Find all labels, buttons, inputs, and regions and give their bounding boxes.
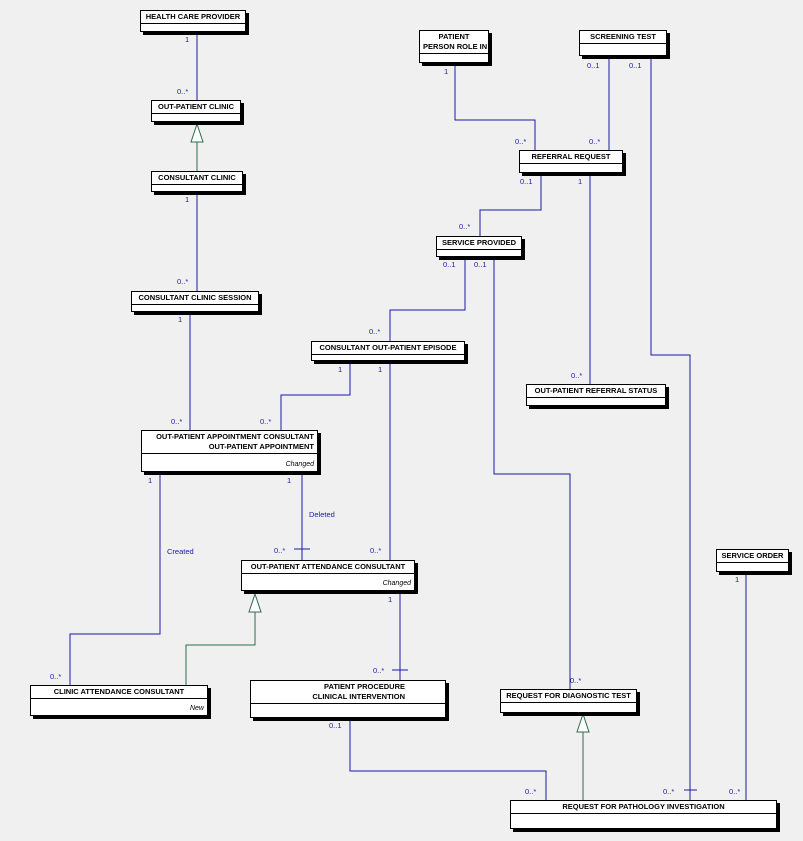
entity-service-order[interactable]: SERVICE ORDER <box>716 549 789 572</box>
multiplicity: 0..* <box>663 787 675 796</box>
multiplicity: 0..* <box>370 546 382 555</box>
multiplicity: 0..* <box>50 672 62 681</box>
relationship-created-label: Created <box>167 547 194 556</box>
entity-title: SERVICE ORDER <box>717 550 788 563</box>
entity-consultant-out-patient-episode[interactable]: CONSULTANT OUT-PATIENT EPISODE <box>311 341 465 361</box>
entity-title: CLINIC ATTENDANCE CONSULTANT <box>31 686 207 699</box>
entity-title: OUT-PATIENT CLINIC <box>152 101 240 114</box>
entity-health-care-provider[interactable]: HEALTH CARE PROVIDER <box>140 10 246 32</box>
entity-title: CONSULTANT OUT-PATIENT EPISODE <box>312 342 464 355</box>
entity-title: OUT-PATIENT APPOINTMENT CONSULTANT OUT-P… <box>142 431 317 454</box>
multiplicity: 1 <box>444 67 449 76</box>
entity-service-provided[interactable]: SERVICE PROVIDED <box>436 236 522 257</box>
multiplicity: 0..* <box>369 327 381 336</box>
multiplicity: 1 <box>178 315 183 324</box>
multiplicity: 0..1 <box>629 61 642 70</box>
entity-note: Changed <box>382 580 411 587</box>
entity-title: HEALTH CARE PROVIDER <box>141 11 245 24</box>
link-appointment-clinic-attendance <box>69 473 161 685</box>
multiplicity: 0..1 <box>329 721 342 730</box>
entity-title: OUT-PATIENT ATTENDANCE CONSULTANT <box>242 561 414 574</box>
multiplicity: 0..* <box>589 137 601 146</box>
inherit-arrow-pathology <box>576 712 590 733</box>
multiplicity: 0..1 <box>520 177 533 186</box>
multiplicity: 0..1 <box>587 61 600 70</box>
multiplicity: 1 <box>185 195 190 204</box>
multiplicity: 0..* <box>177 277 189 286</box>
link-service-diagnostic <box>493 258 571 689</box>
entity-screening-test[interactable]: SCREENING TEST <box>579 30 667 56</box>
entity-title: REQUEST FOR DIAGNOSTIC TEST <box>501 690 636 703</box>
entity-title: OUT-PATIENT REFERRAL STATUS <box>527 385 665 398</box>
multiplicity: 1 <box>378 365 383 374</box>
multiplicity: 1 <box>287 476 292 485</box>
entity-title: REQUEST FOR PATHOLOGY INVESTIGATION <box>511 801 776 814</box>
entity-request-diagnostic-test[interactable]: REQUEST FOR DIAGNOSTIC TEST <box>500 689 637 713</box>
multiplicity: 0..* <box>260 417 272 426</box>
multiplicity: 1 <box>185 35 190 44</box>
multiplicity: 1 <box>578 177 583 186</box>
entity-request-pathology-investigation[interactable]: REQUEST FOR PATHOLOGY INVESTIGATION <box>510 800 777 829</box>
entity-out-patient-referral-status[interactable]: OUT-PATIENT REFERRAL STATUS <box>526 384 666 406</box>
multiplicity: 1 <box>338 365 343 374</box>
multiplicity: 0..* <box>571 371 583 380</box>
entity-patient-person-role[interactable]: PATIENT PERSON ROLE IN <box>419 30 489 63</box>
multiplicity: 1 <box>735 575 740 584</box>
entity-note: New <box>189 705 204 712</box>
relationship-deleted-label: Deleted <box>309 510 335 519</box>
link-screening-pathology <box>650 57 691 800</box>
entity-title: CONSULTANT CLINIC <box>152 172 242 185</box>
link-patient-referral <box>454 64 536 150</box>
link-procedure-pathology <box>349 719 547 800</box>
entity-consultant-clinic[interactable]: CONSULTANT CLINIC <box>151 171 243 192</box>
multiplicity: 1 <box>148 476 153 485</box>
entity-patient-procedure[interactable]: PATIENT PROCEDURE CLINICAL INTERVENTION <box>250 680 446 718</box>
entity-note: Changed <box>285 461 314 468</box>
multiplicity: 1 <box>388 595 393 604</box>
entity-out-patient-appointment[interactable]: OUT-PATIENT APPOINTMENT CONSULTANT OUT-P… <box>141 430 318 472</box>
multiplicity: 0..* <box>729 787 741 796</box>
entity-out-patient-clinic[interactable]: OUT-PATIENT CLINIC <box>151 100 241 122</box>
entity-clinic-attendance[interactable]: CLINIC ATTENDANCE CONSULTANT New <box>30 685 208 716</box>
entity-referral-request[interactable]: REFERRAL REQUEST <box>519 150 623 173</box>
entity-out-patient-attendance[interactable]: OUT-PATIENT ATTENDANCE CONSULTANT Change… <box>241 560 415 591</box>
multiplicity: 0..* <box>274 546 286 555</box>
multiplicity: 0..* <box>459 222 471 231</box>
multiplicity: 0..* <box>373 666 385 675</box>
entity-title: REFERRAL REQUEST <box>520 151 622 164</box>
multiplicity: 0..* <box>177 87 189 96</box>
multiplicity: 0..* <box>171 417 183 426</box>
entity-consultant-clinic-session[interactable]: CONSULTANT CLINIC SESSION <box>131 291 259 312</box>
multiplicity: 0..1 <box>474 260 487 269</box>
multiplicity: 0..1 <box>443 260 456 269</box>
entity-title: CONSULTANT CLINIC SESSION <box>132 292 258 305</box>
inherit-line-attendance <box>185 612 256 685</box>
multiplicity: 0..* <box>570 676 582 685</box>
entity-title: PATIENT PERSON ROLE IN <box>420 31 488 54</box>
entity-title: PATIENT PROCEDURE CLINICAL INTERVENTION <box>251 681 445 704</box>
link-referral-service <box>479 174 542 236</box>
inherit-arrow-attendance <box>248 592 262 613</box>
inherit-arrow-clinic <box>190 122 204 143</box>
multiplicity: 0..* <box>515 137 527 146</box>
entity-title: SCREENING TEST <box>580 31 666 44</box>
link-episode-appointment <box>280 362 351 430</box>
link-service-episode <box>389 258 466 341</box>
entity-title: SERVICE PROVIDED <box>437 237 521 250</box>
multiplicity: 0..* <box>525 787 537 796</box>
